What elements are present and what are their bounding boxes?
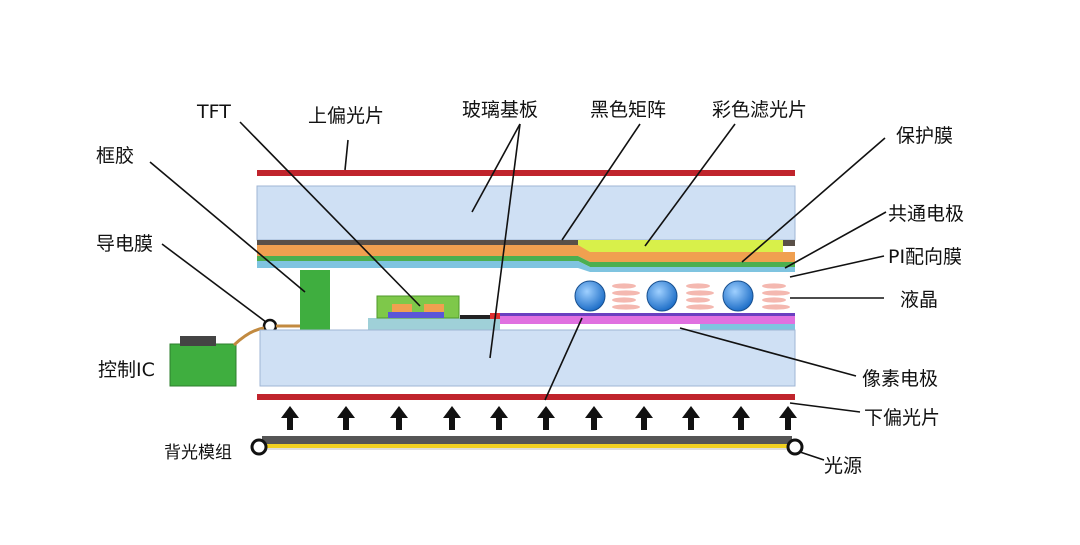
tft-base — [368, 318, 500, 330]
label-backlight-module: 背光模组 — [164, 443, 232, 463]
lc-bubble — [574, 280, 606, 312]
control-ic-chip — [180, 336, 216, 346]
upper-glass-layer — [256, 185, 796, 241]
backlight-stripe — [262, 444, 792, 448]
label-light-source: 光源 — [824, 455, 862, 477]
pixel-electrode-layer — [500, 316, 795, 324]
color-filter-layer — [578, 240, 783, 252]
tft-drain — [424, 304, 444, 312]
label-pi-alignment: PI配向膜 — [888, 246, 962, 268]
label-control-ic: 控制IC — [98, 359, 155, 381]
lc-bubble — [722, 280, 754, 312]
label-pixel-electrode: 像素电极 — [862, 368, 938, 390]
tft-source — [392, 304, 412, 312]
label-color-filter: 彩色滤光片 — [712, 99, 807, 121]
light-source-left — [250, 438, 268, 456]
light-source-right — [786, 438, 804, 456]
common-electrode-layer — [257, 256, 795, 267]
sealant-block — [300, 270, 330, 330]
lower-glass-layer — [259, 329, 796, 387]
label-conductive-film: 导电膜 — [96, 233, 153, 255]
black-matrix-end — [783, 240, 795, 246]
upper-polarizer-layer — [257, 170, 795, 176]
lower-polarizer-layer — [257, 394, 795, 400]
orange-layer — [257, 245, 795, 262]
leader-lines — [149, 121, 887, 461]
pixel-electrode-top-line — [500, 313, 795, 316]
label-lower-polarizer: 下偏光片 — [864, 407, 940, 429]
black-matrix-layer — [257, 240, 795, 245]
label-tft: TFT — [196, 101, 231, 123]
label-black-matrix: 黑色矩阵 — [590, 99, 666, 121]
label-liquid-crystal: 液晶 — [900, 289, 938, 311]
tft-line-black — [460, 315, 490, 319]
control-ic-board — [169, 343, 237, 387]
light-arrows — [281, 406, 797, 430]
pi-alignment-layer — [257, 261, 795, 272]
label-protective-film: 保护膜 — [896, 125, 953, 147]
backlight-bar — [262, 436, 792, 444]
label-glass-substrate: 玻璃基板 — [462, 99, 538, 121]
liquid-crystal-layer — [574, 280, 790, 312]
tft-gate — [388, 312, 444, 318]
label-sealant: 框胶 — [96, 145, 134, 167]
label-upper-polarizer: 上偏光片 — [308, 105, 384, 127]
control-ic-flex — [232, 326, 265, 347]
backlight-bottom — [262, 448, 792, 450]
lower-alignment-layer — [700, 324, 795, 330]
label-common-electrode: 共通电极 — [888, 203, 964, 225]
lc-bubble — [646, 280, 678, 312]
